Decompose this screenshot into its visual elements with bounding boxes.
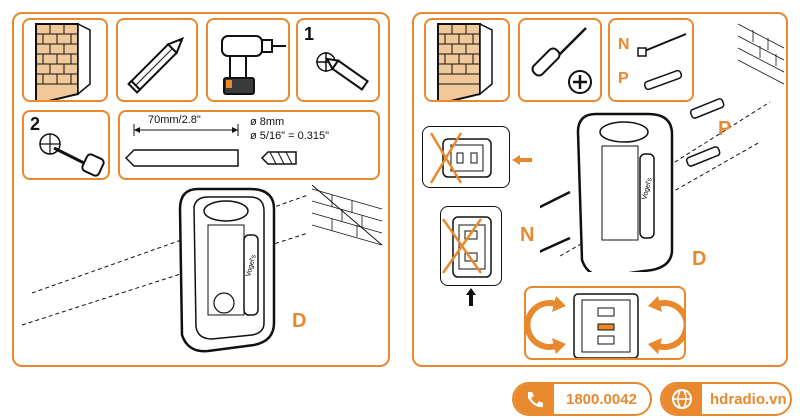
wrong-orientation-1 bbox=[422, 126, 510, 188]
wall-tile-right bbox=[424, 18, 510, 102]
pencil-tile bbox=[116, 18, 198, 102]
drill-step-tile: 2 bbox=[22, 110, 110, 180]
pencil-icon bbox=[127, 36, 185, 94]
drill-diameter-mm: ø 8mm bbox=[250, 116, 285, 128]
wrong-orientation-2 bbox=[440, 206, 502, 286]
drill-depth-label: 70mm/2.8" bbox=[148, 114, 201, 126]
power-drill-icon bbox=[221, 35, 286, 95]
phone-icon bbox=[514, 384, 554, 414]
screws-plugs-tile: N P bbox=[608, 18, 694, 102]
mark-tile: 1 bbox=[296, 18, 380, 102]
right-bracket-label: D bbox=[692, 248, 707, 270]
bracket-correct-rotation bbox=[526, 293, 684, 358]
phone-number: 1800.0042 bbox=[566, 391, 637, 408]
screw-n-label-large: N bbox=[520, 224, 535, 246]
left-bracket-label: D bbox=[292, 310, 307, 332]
phone-contact[interactable]: 1800.0042 bbox=[512, 382, 652, 416]
website-url: hdradio.vn bbox=[710, 391, 787, 408]
arrow-up-icon bbox=[466, 288, 476, 306]
left-bracket-illustration: Vogel's bbox=[21, 185, 383, 353]
screwdriver-icon bbox=[531, 27, 592, 94]
right-wall-bricks bbox=[737, 23, 785, 85]
right-bracket-illustration: Vogel's bbox=[540, 98, 771, 272]
plug-p-label-large: P bbox=[718, 118, 732, 140]
screw-n-label: N bbox=[618, 36, 630, 53]
website-link[interactable]: hdradio.vn bbox=[660, 382, 792, 416]
drill-dimensions-tile: 70mm/2.8" ø 8mm ø 5/16" = 0.315" bbox=[118, 110, 380, 180]
step-1-number: 1 bbox=[304, 24, 315, 44]
wall-tile bbox=[22, 18, 108, 102]
arrow-left-icon bbox=[512, 152, 532, 165]
drill-diameter-inch: ø 5/16" = 0.315" bbox=[250, 130, 330, 142]
brick-wall-icon bbox=[437, 22, 493, 100]
plug-p-label: P bbox=[618, 70, 629, 87]
step-2-number: 2 bbox=[30, 114, 41, 134]
drill-depth-diagram bbox=[124, 124, 297, 167]
bracket-top-view-wrong-2 bbox=[441, 216, 492, 278]
screw-plug-icon bbox=[637, 33, 687, 91]
correct-orientation bbox=[524, 286, 686, 360]
mark-wall-icon bbox=[316, 52, 370, 91]
globe-icon bbox=[662, 384, 702, 414]
brick-wall-icon bbox=[35, 22, 91, 100]
screwdriver-tile bbox=[518, 18, 602, 102]
drill-bit-icon bbox=[39, 133, 105, 177]
drill-tile bbox=[206, 18, 290, 102]
bracket-top-view-wrong-1 bbox=[429, 132, 492, 184]
